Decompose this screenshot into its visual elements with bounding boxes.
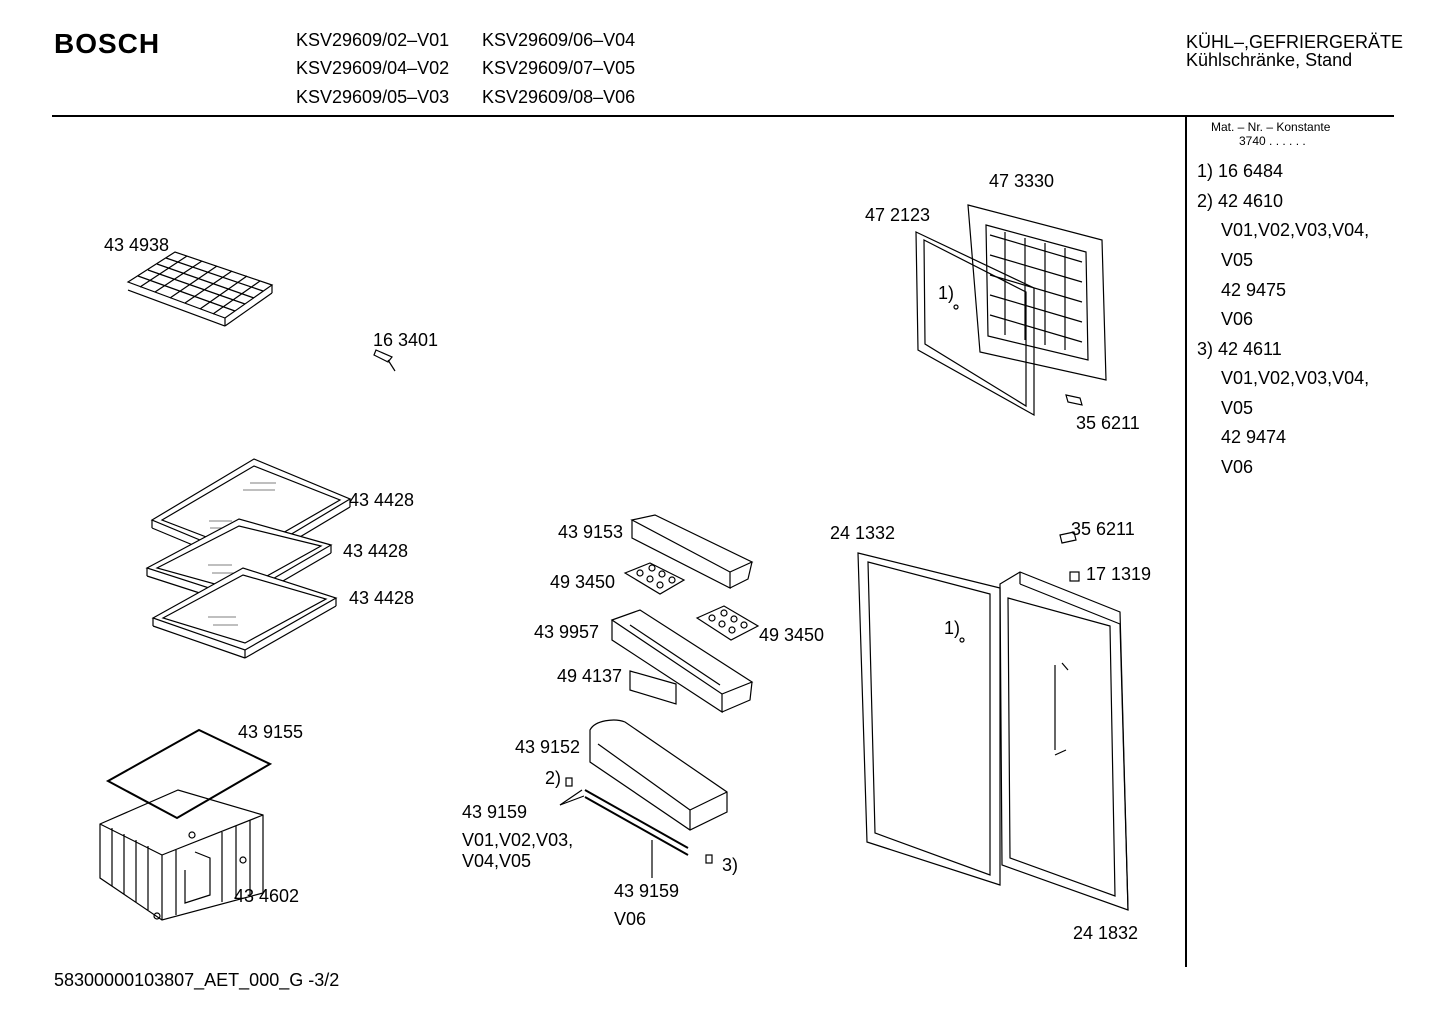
- part-label: 43 9957: [534, 622, 600, 642]
- sidebar-line: 3) 42 4611: [1197, 339, 1282, 359]
- small-screw: [953, 304, 965, 643]
- part-label: 43 9159: [462, 802, 528, 822]
- door-shelf-upper: [630, 514, 754, 589]
- header-divider: [52, 115, 1394, 117]
- part-label: 49 3450: [759, 625, 825, 645]
- crisper-drawer: [99, 789, 264, 921]
- part-label: 43 4428: [343, 541, 409, 561]
- sidebar-line: 2) 42 4610: [1197, 191, 1284, 211]
- sidebar-line: V01,V02,V03,V04,: [1221, 220, 1370, 240]
- variant-label: V04,V05: [462, 851, 532, 871]
- part-label: 43 9153: [558, 522, 624, 542]
- part-label: 49 3450: [550, 572, 616, 592]
- wire-shelf: [126, 251, 274, 327]
- sidebar-line: V06: [1221, 457, 1254, 477]
- sidebar-divider: [1185, 115, 1187, 967]
- part-label: 43 9159: [614, 881, 680, 901]
- document-code: 58300000103807_AET_000_G -3/2: [54, 970, 340, 990]
- sidebar-line: V01,V02,V03,V04,: [1221, 368, 1370, 388]
- footnote-marker: 3): [722, 855, 739, 875]
- variant-label: V06: [614, 909, 647, 929]
- part-label: 24 1332: [830, 523, 896, 543]
- model-number: KSV29609/06–V04: [482, 30, 636, 50]
- divider-part: [629, 670, 677, 705]
- footnote-marker: 1): [944, 618, 961, 638]
- part-label: 43 4428: [349, 490, 415, 510]
- fridge-door: [999, 571, 1129, 911]
- footnote-marker: 1): [938, 283, 955, 303]
- egg-tray: [695, 605, 760, 641]
- sidebar-line: 42 9475: [1221, 280, 1287, 300]
- fridge-gasket: [857, 552, 1001, 886]
- freezer-gasket: [915, 231, 1035, 417]
- brand-logo: BOSCH: [54, 28, 161, 59]
- part-label: 17 1319: [1086, 564, 1152, 584]
- model-number: KSV29609/07–V05: [482, 58, 636, 78]
- part-label: 24 1832: [1073, 923, 1139, 943]
- sidebar-line: V05: [1221, 250, 1254, 270]
- category-title: KÜHL–,GEFRIERGERÄTE: [1186, 32, 1404, 52]
- freezer-door: [967, 204, 1107, 381]
- part-label: 35 6211: [1076, 413, 1140, 433]
- sidebar-line: 42 9474: [1221, 427, 1287, 447]
- model-number: KSV29609/02–V01: [296, 30, 450, 50]
- sidebar-line: V06: [1221, 309, 1254, 329]
- small-clip-part: [373, 349, 396, 372]
- part-label: 43 4428: [349, 588, 415, 608]
- glass-shelf: [151, 567, 338, 659]
- part-label: 35 6211: [1071, 519, 1135, 539]
- part-label: 47 2123: [865, 205, 931, 225]
- mat-title: Mat. – Nr. – Konstante: [1211, 120, 1331, 134]
- model-number: KSV29609/04–V02: [296, 58, 450, 78]
- part-label: 47 3330: [989, 171, 1055, 191]
- sidebar-line: V05: [1221, 398, 1254, 418]
- door-shelf-middle: [610, 609, 754, 714]
- part-label: 49 4137: [557, 666, 623, 686]
- footnote-marker: 2): [545, 768, 562, 788]
- mat-value: 3740 . . . . . .: [1239, 134, 1306, 148]
- variant-label: V01,V02,V03,: [462, 830, 574, 850]
- rail-strip: [559, 789, 689, 878]
- sidebar-line: 1) 16 6484: [1197, 161, 1284, 181]
- egg-tray: [623, 562, 686, 595]
- category-subtitle: Kühlschränke, Stand: [1186, 50, 1353, 70]
- model-number: KSV29609/05–V03: [296, 87, 450, 107]
- hinge-part: [1059, 394, 1083, 582]
- part-label: 43 4938: [104, 235, 170, 255]
- door-shelf-lower: [589, 719, 728, 831]
- part-label: 43 4602: [234, 886, 300, 906]
- small-bracket: [565, 777, 713, 864]
- crisper-lid: [105, 728, 273, 820]
- model-number: KSV29609/08–V06: [482, 87, 636, 107]
- part-label: 43 9155: [238, 722, 304, 742]
- part-label: 43 9152: [515, 737, 581, 757]
- part-label: 16 3401: [373, 330, 439, 350]
